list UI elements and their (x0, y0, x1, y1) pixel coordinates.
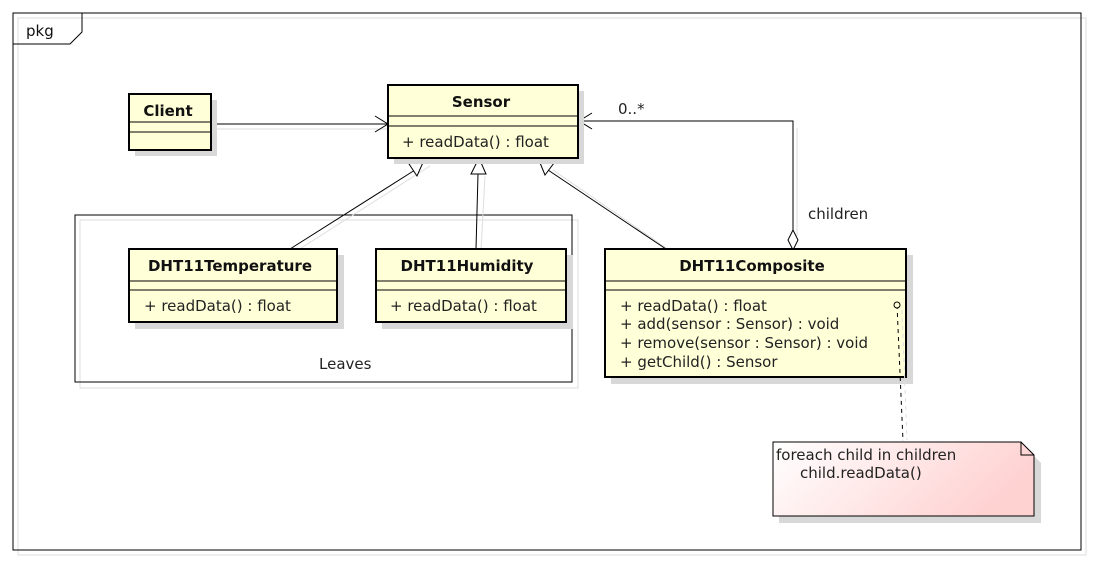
package-frame: pkg (12, 12, 1087, 556)
note-line: child.readData() (800, 464, 922, 482)
humidity-operation: + readData() : float (390, 297, 537, 315)
class-dht11-temperature: DHT11Temperature + readData() : float (128, 248, 344, 329)
composite-operation: + remove(sensor : Sensor) : void (620, 334, 868, 352)
class-dht11-humidity: DHT11Humidity + readData() : float (375, 248, 573, 329)
sensor-class-name: Sensor (452, 93, 511, 111)
client-sensor-association (211, 115, 393, 133)
note-anchor (893, 301, 908, 442)
composite-generalization (537, 157, 673, 253)
composite-operation: + getChild() : Sensor (620, 353, 778, 371)
class-client: Client (128, 93, 217, 156)
association-role: children (808, 205, 868, 223)
composite-children-aggregation: 0..* children (578, 100, 868, 252)
leaves-group-label: Leaves (319, 355, 372, 373)
leaves-group: Leaves (74, 214, 579, 389)
temperature-generalization (289, 157, 431, 251)
class-sensor: Sensor + readData() : float (387, 84, 584, 164)
humidity-generalization (470, 156, 487, 251)
composite-operation: + readData() : float (620, 297, 767, 315)
temperature-operation: + readData() : float (144, 297, 291, 315)
sensor-operation: + readData() : float (402, 133, 549, 151)
class-dht11-composite: DHT11Composite + readData() : float + ad… (604, 248, 913, 384)
temperature-class-name: DHT11Temperature (148, 257, 312, 275)
composite-class-name: DHT11Composite (679, 257, 825, 275)
note-anchor-dot (893, 301, 901, 309)
note: foreach child in children child.readData… (772, 441, 1041, 523)
note-line: foreach child in children (776, 446, 956, 464)
humidity-class-name: DHT11Humidity (401, 257, 534, 275)
association-multiplicity: 0..* (618, 100, 645, 118)
client-class-name: Client (143, 102, 192, 120)
package-frame-label: pkg (26, 22, 54, 40)
composite-operation: + add(sensor : Sensor) : void (620, 315, 839, 333)
